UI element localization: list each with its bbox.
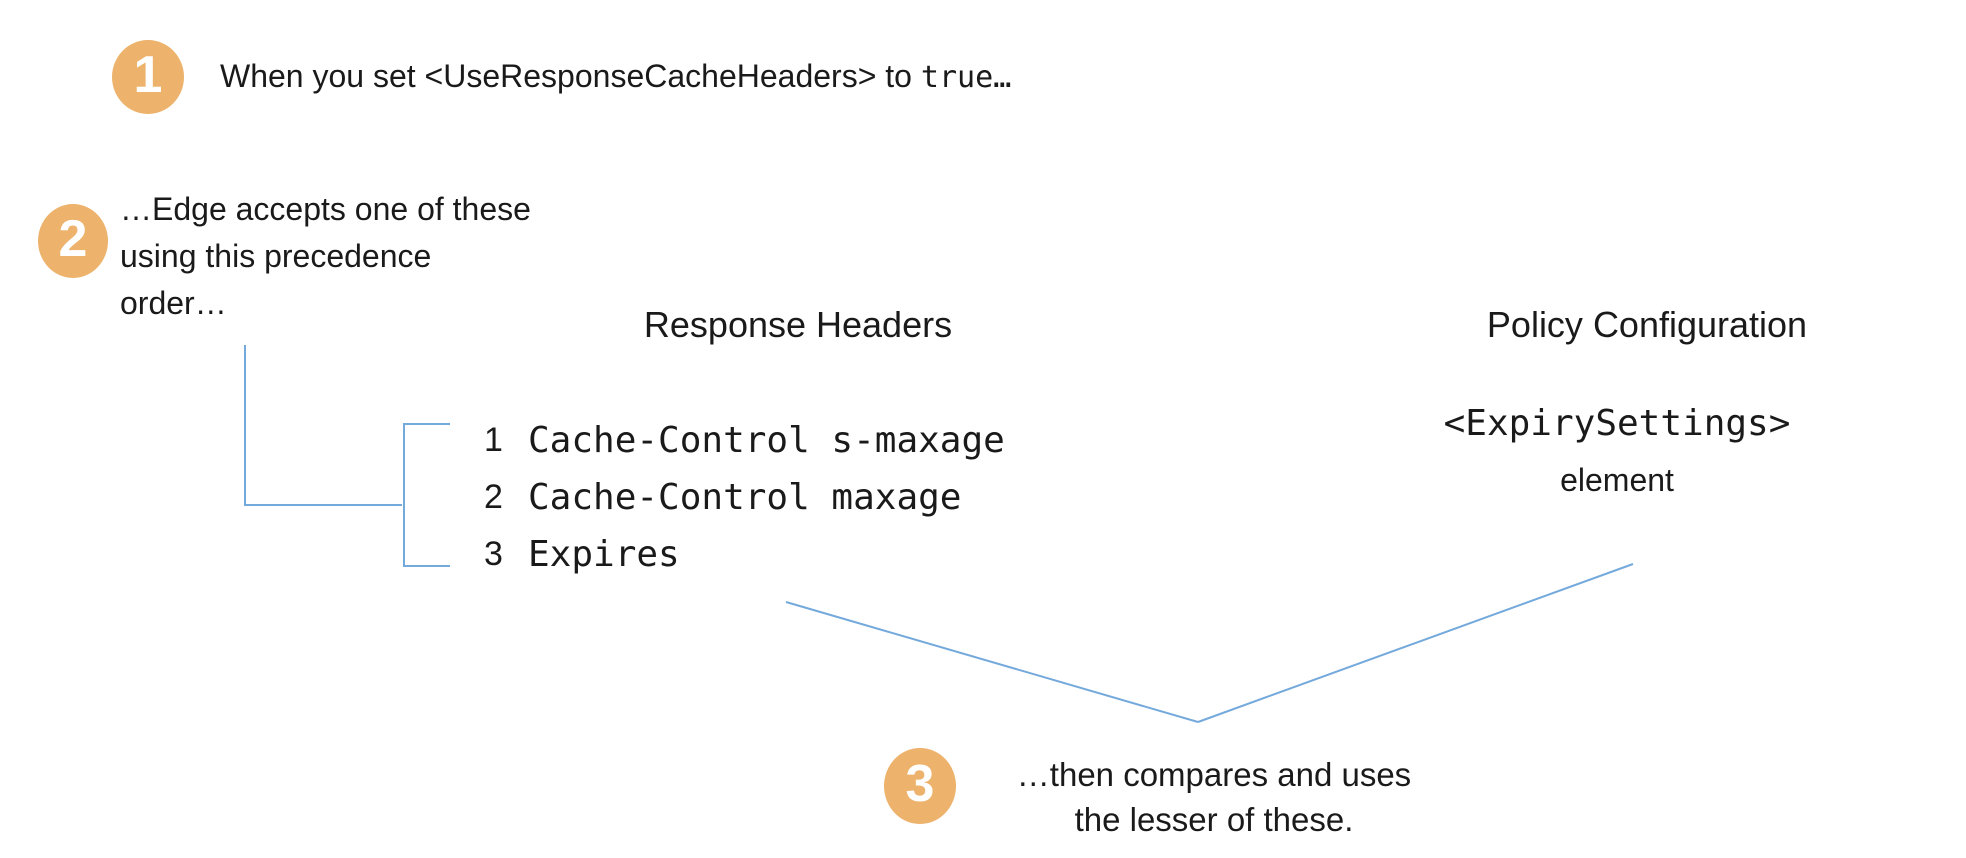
compare-v-line-right bbox=[1197, 563, 1634, 723]
step-2-number: 2 bbox=[58, 210, 88, 268]
step-3-number: 3 bbox=[905, 755, 935, 813]
expiry-settings-block: <ExpirySettings> element bbox=[1417, 402, 1817, 500]
policy-configuration-title: Policy Configuration bbox=[1447, 304, 1847, 346]
expiry-settings-element-name: <ExpirySettings> bbox=[1443, 403, 1791, 444]
step-2-text: …Edge accepts one of these using this pr… bbox=[120, 186, 531, 327]
precedence-bracket bbox=[403, 423, 450, 567]
step-1-badge: 1 bbox=[112, 40, 184, 114]
step-3-badge: 3 bbox=[884, 748, 956, 824]
step-2-badge: 2 bbox=[38, 204, 108, 278]
precedence-item-1-label: Cache-Control s-maxage bbox=[528, 420, 1005, 461]
precedence-item-3: 3 Expires bbox=[484, 526, 1005, 583]
precedence-item-1-rank: 1 bbox=[484, 421, 503, 459]
precedence-item-2-rank: 2 bbox=[484, 478, 503, 516]
step-3-text-line-2: the lesser of these. bbox=[1074, 801, 1354, 838]
step-2-text-line-2: using this precedence bbox=[120, 238, 432, 274]
precedence-item-2: 2 Cache-Control maxage bbox=[484, 469, 1005, 526]
step-2-text-line-1: …Edge accepts one of these bbox=[120, 191, 531, 227]
precedence-item-3-rank: 3 bbox=[484, 535, 503, 573]
precedence-connector-line bbox=[244, 345, 402, 506]
code-inline-true: true… bbox=[920, 60, 1012, 95]
step-3-text: …then compares and uses the lesser of th… bbox=[975, 752, 1453, 842]
expiry-settings-element-label: element bbox=[1560, 462, 1674, 498]
precedence-item-1: 1 Cache-Control s-maxage bbox=[484, 412, 1005, 469]
step-1-text-prefix: When you set <UseResponseCacheHeaders> t… bbox=[220, 58, 921, 94]
step-1-number: 1 bbox=[133, 46, 163, 104]
precedence-list: 1 Cache-Control s-maxage 2 Cache-Control… bbox=[484, 412, 1005, 583]
policy-configuration-title-text: Policy Configuration bbox=[1486, 304, 1808, 345]
step-1-text: When you set <UseResponseCacheHeaders> t… bbox=[220, 54, 1011, 100]
step-2-text-line-3: order… bbox=[120, 285, 227, 321]
precedence-item-3-label: Expires bbox=[528, 534, 680, 575]
step-3-text-line-1: …then compares and uses bbox=[1016, 756, 1412, 793]
response-headers-title-text: Response Headers bbox=[643, 304, 953, 345]
response-headers-title: Response Headers bbox=[598, 304, 998, 346]
precedence-item-2-label: Cache-Control maxage bbox=[528, 477, 962, 518]
compare-v-line-left bbox=[785, 601, 1199, 723]
